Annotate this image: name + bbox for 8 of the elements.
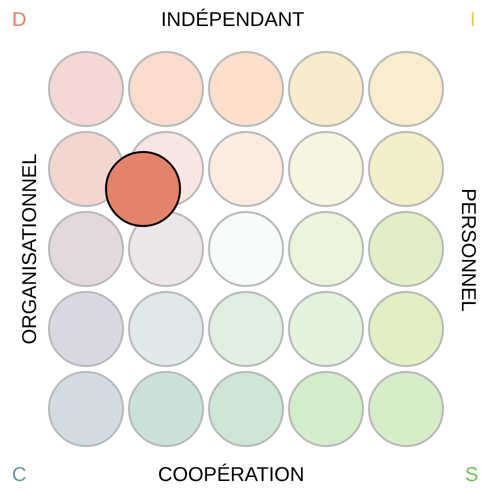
axis-label: INDÉPENDANT [161, 10, 304, 30]
axis-label: COOPÉRATION [158, 465, 304, 485]
corner-letter: C [12, 465, 26, 485]
axis-label: ORGANISATIONNEL [20, 154, 40, 344]
corner-letter: S [465, 465, 478, 485]
corner-letter: D [12, 10, 26, 30]
corner-letter: I [470, 10, 476, 30]
axis-label: PERSONNEL [458, 188, 478, 312]
